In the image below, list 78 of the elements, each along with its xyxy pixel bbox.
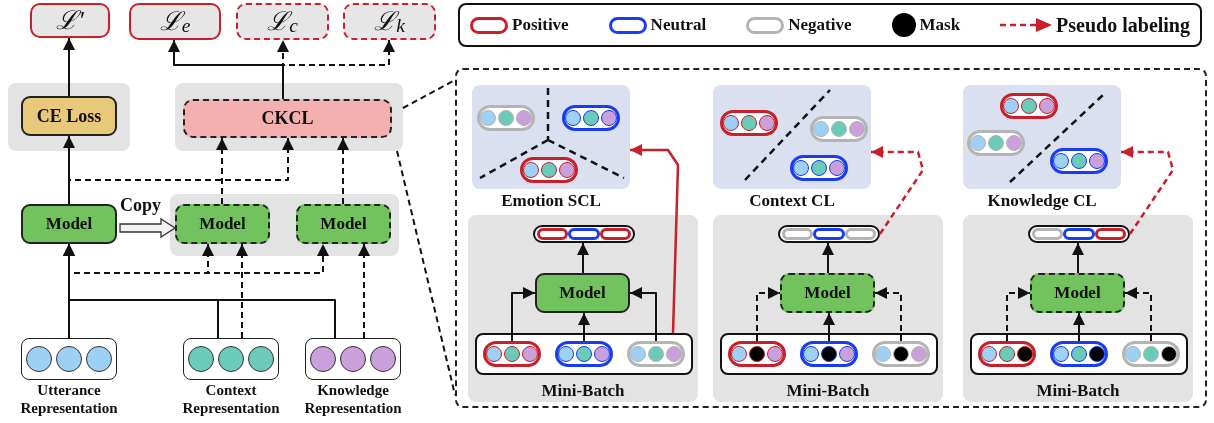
embedding-capsule [978,341,1036,367]
output-bar [1028,225,1130,243]
arrow [578,312,590,342]
arrow [577,242,589,274]
arrow [358,243,370,339]
arrow [1073,312,1085,342]
output-bar [533,225,635,243]
embedding-capsule [483,341,541,367]
representation-vector [21,338,117,380]
embedding-capsule [800,341,858,367]
connector-line [396,150,456,396]
embedding-space-panel [472,85,630,189]
group-background [175,83,403,151]
model-box: Model [175,204,270,244]
arrow [216,137,228,205]
arrow [822,242,834,274]
minibatch-panel [963,215,1193,402]
arrow [511,287,536,342]
dashed-container [455,68,1207,408]
legend-label: Mask [919,14,961,37]
model-box: Model [1030,273,1125,313]
arrow [236,243,248,339]
arrow [63,37,75,97]
panel-title: Context CL [748,191,836,211]
group-background [170,194,399,256]
arrow [630,144,680,334]
edge-label: Copy [120,195,161,215]
embedding-capsule [627,341,685,367]
arrow [1124,287,1152,342]
representation-label: Context Representation [181,381,281,417]
loss-box: ℒ′ [30,3,110,38]
arrow [756,287,781,342]
loss-box: ℒ$_{e}$ [129,3,221,40]
contrastive-learning-box: CKCL [183,99,392,138]
panel-title: Knowledge CL [986,191,1098,211]
minibatch-panel [713,215,943,402]
loss-box: ℒ$_{k}$ [343,3,436,40]
arrow [1121,146,1175,235]
embedding-space-panel [963,85,1121,189]
output-bar [778,225,880,243]
embedding-space-panel [713,85,871,189]
embedding-capsule [728,341,786,367]
embedding-capsule [872,341,930,367]
arrow [823,312,835,342]
minibatch-box [970,333,1188,375]
panel-label: Mini-Batch [785,381,871,401]
panel-title: Emotion SCL [500,191,602,211]
minibatch-box [720,333,938,375]
arrow [68,137,294,205]
group-background [8,83,130,151]
model-box: Model [780,273,875,313]
legend-label: Negative [788,14,852,37]
legend-label: Positive [512,14,569,37]
embedding-capsule [1122,341,1180,367]
embedding-capsule [1050,341,1108,367]
panel-label: Mini-Batch [1035,381,1121,401]
model-box: Model [296,204,391,244]
representation-vector [305,338,401,380]
panel-label: Mini-Batch [540,381,626,401]
arrow [871,146,925,235]
legend-label: Neutral [650,14,707,37]
model-box: Model [21,204,117,244]
representation-label: Knowledge Representation [303,381,403,417]
arrow [874,287,902,342]
loss-box: ℒ$_{c}$ [236,3,329,40]
loss-function-box: CE Loss [21,96,117,136]
block-arrow [119,217,177,239]
embedding-capsule [555,341,613,367]
minibatch-box [475,333,693,375]
arrow [337,137,349,205]
arrow [629,287,657,342]
legend-label: Pseudo labeling [1056,13,1190,39]
minibatch-panel [468,215,698,402]
representation-vector [183,338,279,380]
representation-label: Utterance Representation [19,381,119,417]
arrow [1006,287,1031,342]
arrow [1072,242,1084,274]
model-box: Model [535,273,630,313]
